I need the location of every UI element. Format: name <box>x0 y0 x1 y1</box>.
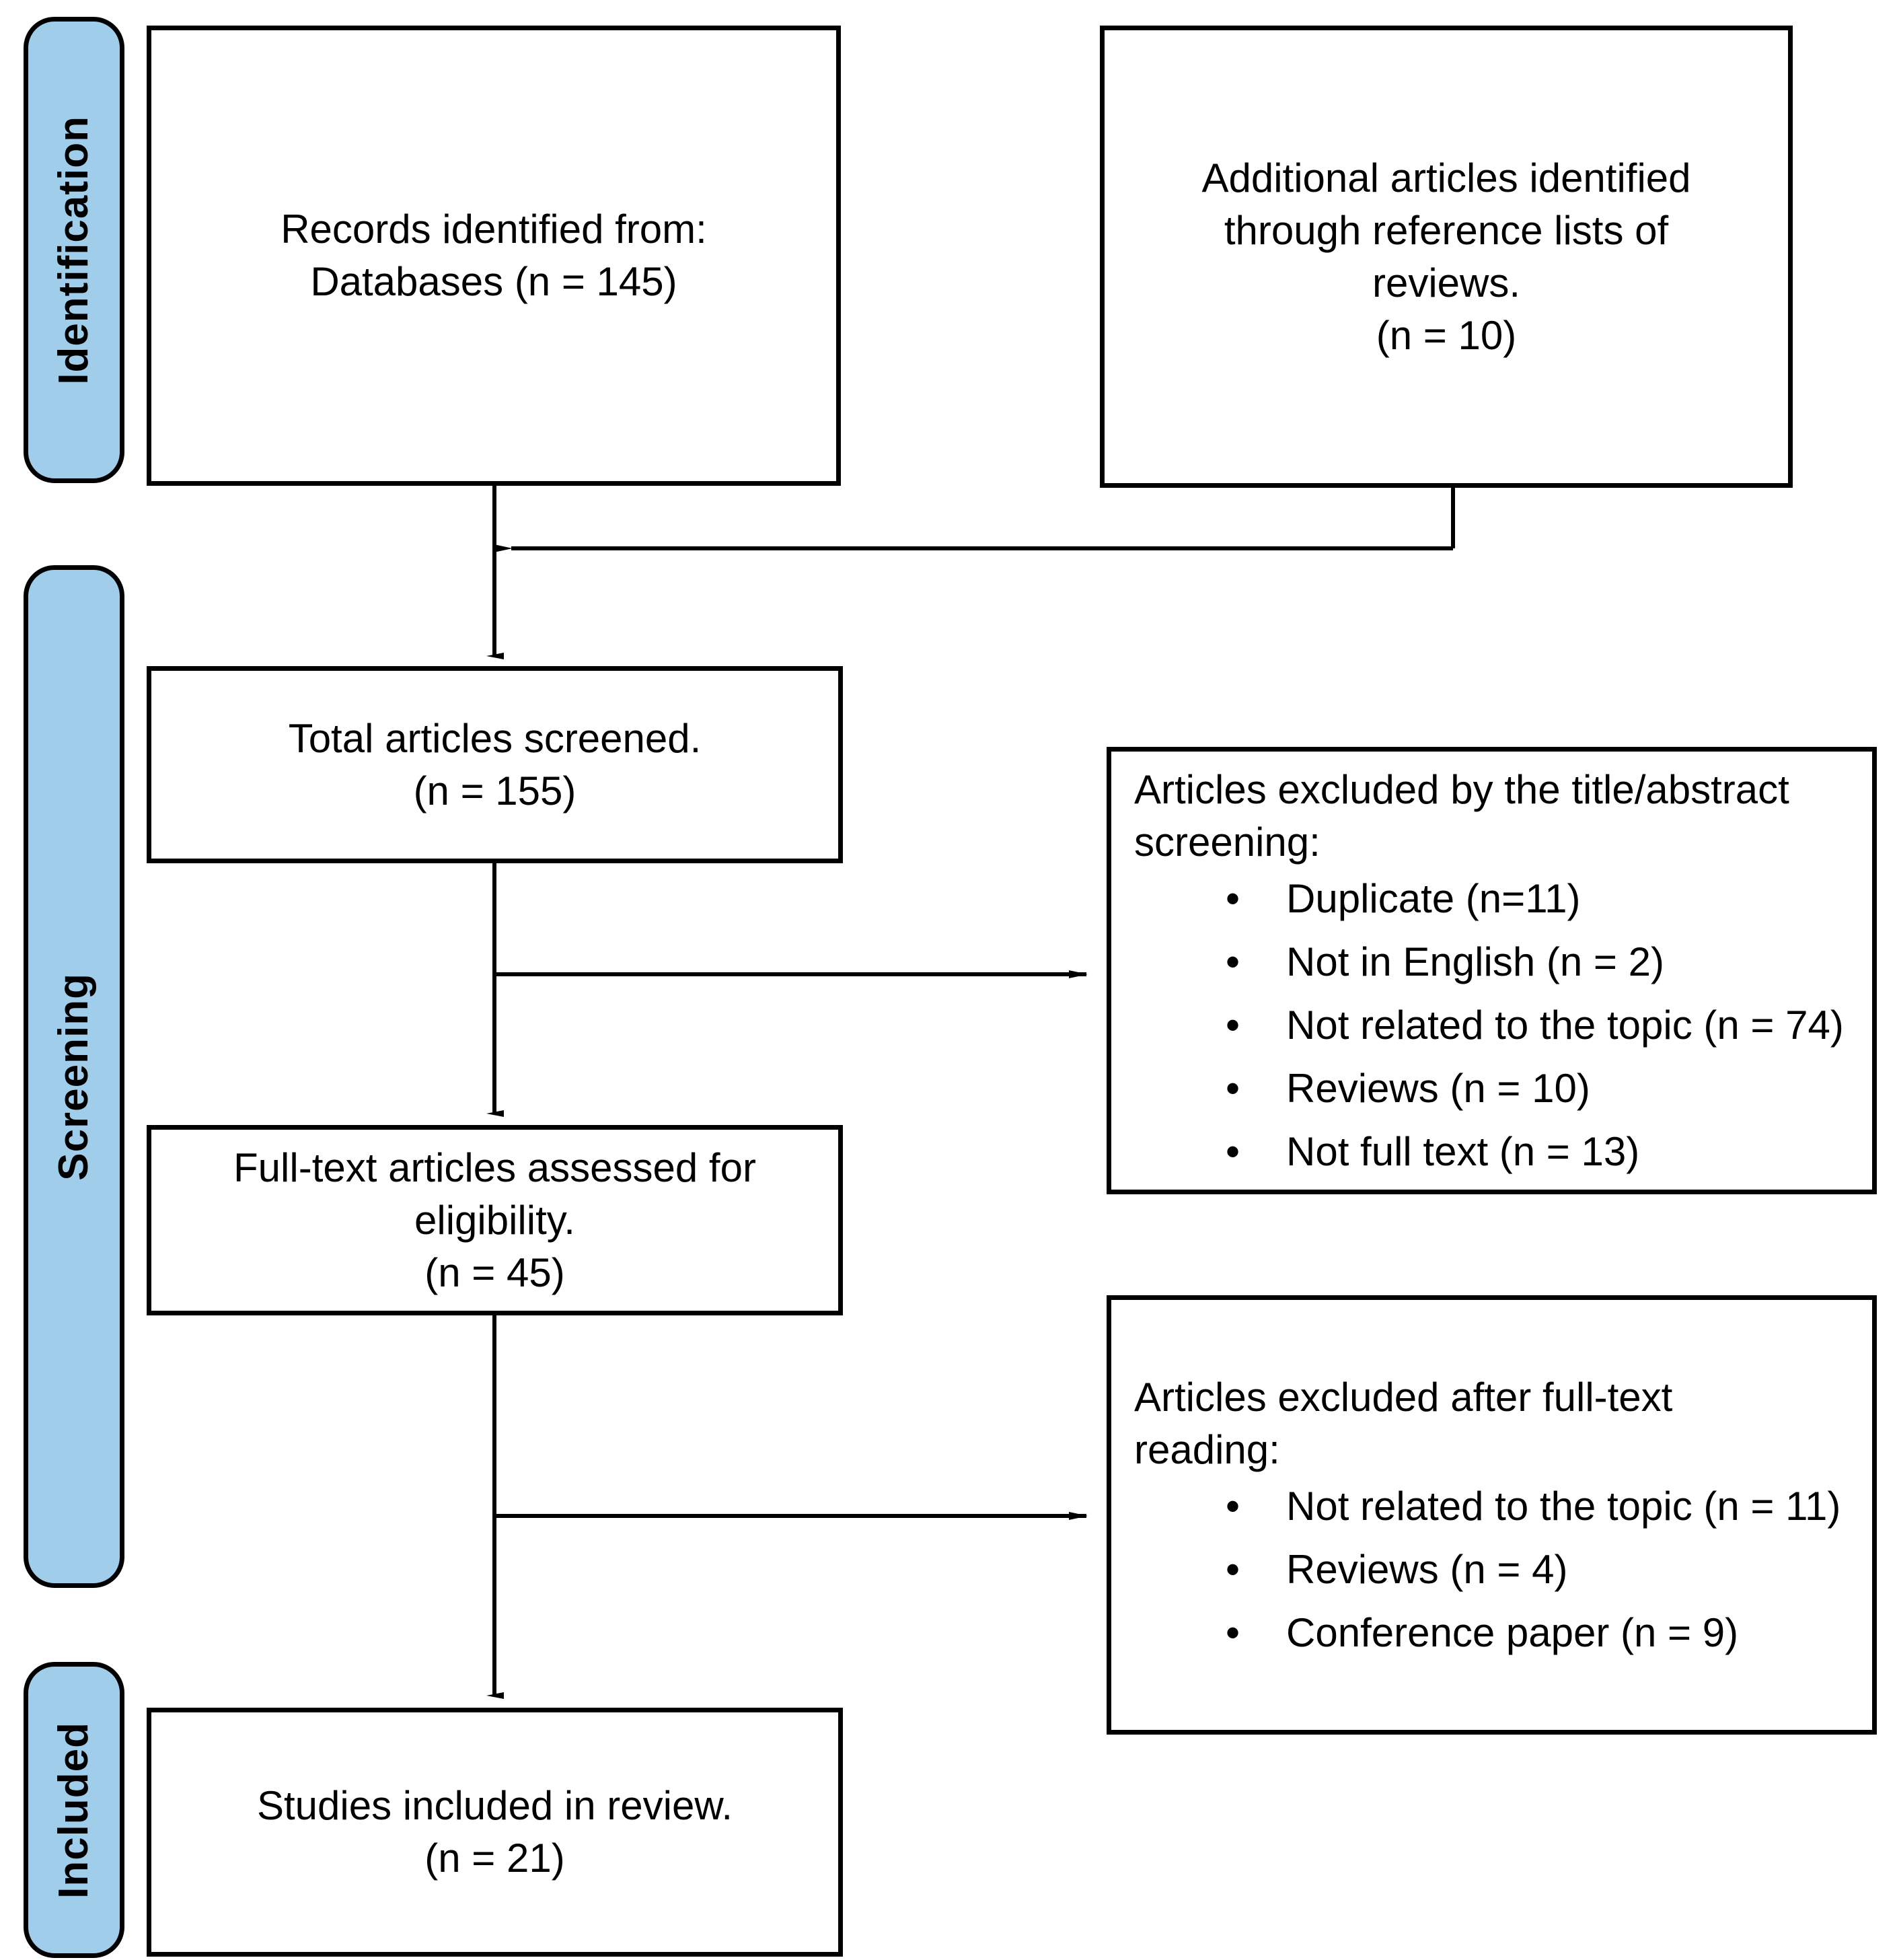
bullet-icon: • <box>1226 1128 1240 1174</box>
additional-articles-line2: through reference lists of <box>1224 207 1669 253</box>
box-studies-included: Studies included in review. (n = 21) <box>147 1708 843 1957</box>
stage-label-included-text: Included <box>50 1721 97 1899</box>
bullet-icon: • <box>1226 1002 1240 1048</box>
box-excluded-full-text: Articles excluded after full-text readin… <box>1107 1295 1877 1735</box>
bullet-icon: • <box>1226 1065 1240 1111</box>
stage-label-screening: Screening <box>24 565 124 1588</box>
bullet-icon: • <box>1226 939 1240 984</box>
box-full-text-assessed: Full-text articles assessed for eligibil… <box>147 1125 843 1315</box>
box-excluded-title-abstract: Articles excluded by the title/abstract … <box>1107 747 1877 1194</box>
records-identified-line1: Records identified from: <box>281 207 707 252</box>
list-item: • Reviews (n = 10) <box>1222 1062 1849 1115</box>
excluded-full-text-heading: Articles excluded after full-text readin… <box>1111 1371 1872 1476</box>
excluded-title-abstract-heading-line2: screening: <box>1134 819 1321 865</box>
additional-articles-line4: (n = 10) <box>1376 312 1517 358</box>
box-records-identified: Records identified from: Databases (n = … <box>147 26 841 486</box>
list-item-label: Not related to the topic (n = 74) <box>1286 1002 1844 1048</box>
list-item: • Not full text (n = 13) <box>1222 1126 1849 1178</box>
records-identified-line2: Databases (n = 145) <box>310 259 677 304</box>
total-screened-line2: (n = 155) <box>413 768 576 813</box>
excluded-full-text-heading-line1: Articles excluded after full-text <box>1134 1374 1673 1420</box>
list-item: • Not related to the topic (n = 11) <box>1222 1480 1849 1533</box>
box-additional-articles: Additional articles identified through r… <box>1100 26 1793 488</box>
list-item: • Reviews (n = 4) <box>1222 1544 1849 1596</box>
excluded-title-abstract-heading-line1: Articles excluded by the title/abstract <box>1134 766 1789 812</box>
list-item-label: Conference paper (n = 9) <box>1286 1609 1739 1655</box>
stage-label-identification: Identification <box>24 17 124 483</box>
box-full-text-assessed-text: Full-text articles assessed for eligibil… <box>216 1142 774 1299</box>
additional-articles-line1: Additional articles identified <box>1201 155 1691 201</box>
connector-additional-to-screened <box>494 488 1455 552</box>
bullet-icon: • <box>1226 1546 1240 1592</box>
studies-included-line2: (n = 21) <box>424 1836 565 1881</box>
box-total-screened-text: Total articles screened. (n = 155) <box>271 713 719 818</box>
list-item: • Conference paper (n = 9) <box>1222 1607 1849 1659</box>
box-records-identified-text: Records identified from: Databases (n = … <box>263 203 724 308</box>
bullet-icon: • <box>1226 1483 1240 1529</box>
excluded-title-abstract-list: • Duplicate (n=11) • Not in English (n =… <box>1111 869 1872 1178</box>
stage-label-identification-text: Identification <box>50 115 97 385</box>
list-item-label: Duplicate (n=11) <box>1286 875 1581 921</box>
bullet-icon: • <box>1226 875 1240 921</box>
excluded-full-text-list: • Not related to the topic (n = 11) • Re… <box>1111 1476 1872 1659</box>
box-total-screened: Total articles screened. (n = 155) <box>147 666 843 863</box>
list-item-label: Not in English (n = 2) <box>1286 939 1664 984</box>
full-text-assessed-line1: Full-text articles assessed for <box>233 1145 756 1190</box>
excluded-title-abstract-heading: Articles excluded by the title/abstract … <box>1111 764 1872 869</box>
list-item: • Not in English (n = 2) <box>1222 936 1849 988</box>
list-item: • Duplicate (n=11) <box>1222 873 1849 925</box>
bullet-icon: • <box>1226 1609 1240 1655</box>
full-text-assessed-line3: (n = 45) <box>424 1249 565 1295</box>
excluded-full-text-heading-line2: reading: <box>1134 1426 1280 1472</box>
list-item: • Not related to the topic (n = 74) <box>1222 999 1849 1052</box>
additional-articles-line3: reviews. <box>1372 260 1521 305</box>
list-item-label: Reviews (n = 4) <box>1286 1546 1568 1592</box>
stage-label-included: Included <box>24 1662 124 1958</box>
full-text-assessed-line2: eligibility. <box>414 1197 575 1243</box>
box-studies-included-text: Studies included in review. (n = 21) <box>239 1780 750 1885</box>
stage-label-screening-text: Screening <box>50 972 97 1181</box>
list-item-label: Not related to the topic (n = 11) <box>1286 1483 1841 1529</box>
studies-included-line1: Studies included in review. <box>256 1783 733 1828</box>
box-additional-articles-text: Additional articles identified through r… <box>1184 152 1708 362</box>
total-screened-line1: Total articles screened. <box>288 715 702 761</box>
list-item-label: Not full text (n = 13) <box>1286 1128 1640 1174</box>
list-item-label: Reviews (n = 10) <box>1286 1065 1590 1111</box>
